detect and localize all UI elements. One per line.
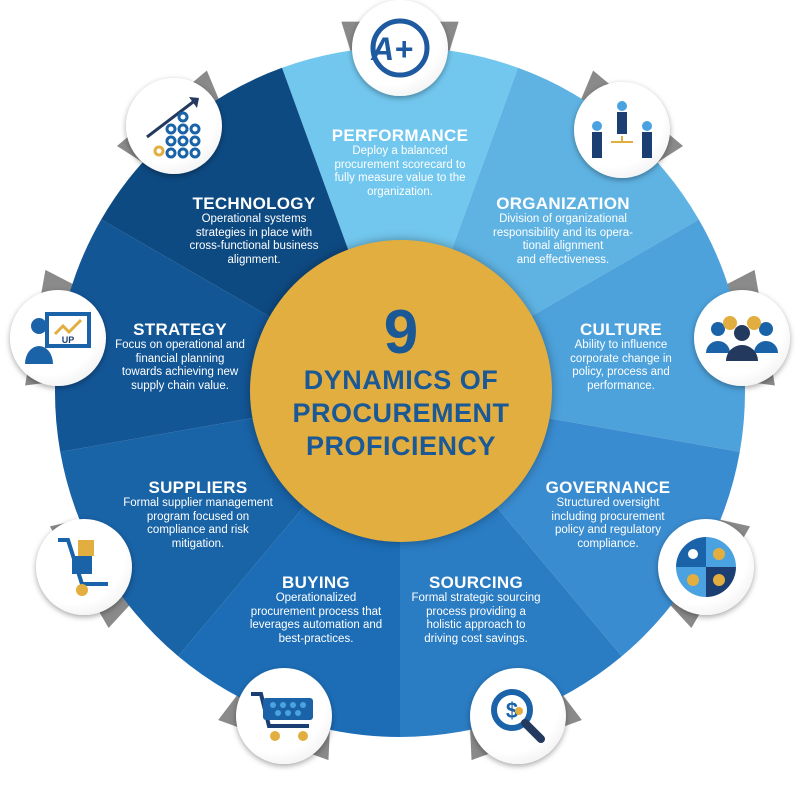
- shopping-cart-icon: [236, 668, 332, 764]
- center-line: PROFICIENCY: [305, 431, 497, 461]
- segment-title: SUPPLIERS: [148, 478, 248, 497]
- center-number: 9: [383, 298, 419, 367]
- a-plus-icon: A+: [352, 0, 448, 96]
- segment-title: CULTURE: [579, 320, 663, 339]
- governance-quadrant-icon: [658, 519, 754, 615]
- segment-title: ORGANIZATION: [496, 194, 630, 213]
- segment-title: BUYING: [282, 573, 350, 592]
- svg-text:$: $: [506, 698, 518, 723]
- center-line: PROCUREMENT: [292, 398, 510, 428]
- svg-text:A+: A+: [370, 31, 413, 67]
- presenter-chart-icon: UP: [10, 290, 106, 386]
- hand-truck-icon: [36, 519, 132, 615]
- segment-title: STRATEGY: [133, 320, 227, 339]
- org-chart-icon: [574, 82, 670, 178]
- gears-growth-icon: [126, 78, 222, 174]
- center-circle: 9 DYNAMICS OF PROCUREMENT PROFICIENCY: [250, 240, 552, 542]
- dollar-magnifier-icon: $: [470, 668, 566, 764]
- center-line: DYNAMICS OF: [303, 365, 499, 395]
- team-icon: [694, 290, 790, 386]
- segment-title: GOVERNANCE: [545, 478, 671, 497]
- segment-title: SOURCING: [428, 573, 523, 592]
- segment-title: TECHNOLOGY: [192, 194, 316, 213]
- wedge-performance: [282, 47, 518, 393]
- svg-text:UP: UP: [62, 335, 75, 345]
- segment-title: PERFORMANCE: [331, 126, 469, 145]
